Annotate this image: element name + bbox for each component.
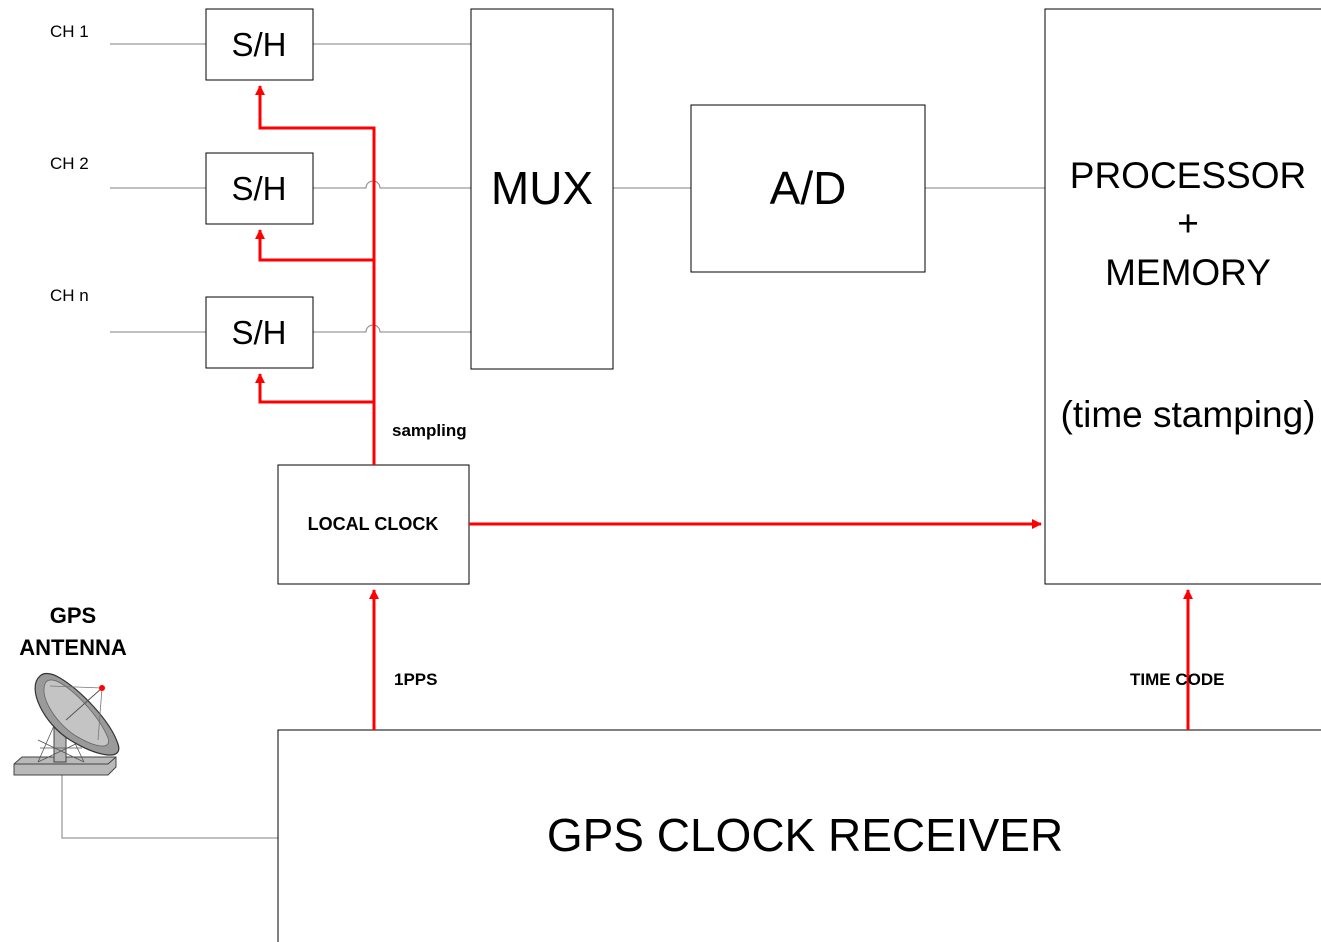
pps-label: 1PPS — [394, 670, 438, 689]
sample-hold-label-1: S/H — [231, 26, 287, 63]
sample-hold-label-n: S/H — [231, 314, 287, 351]
mux-label: MUX — [490, 162, 594, 214]
memory-label: MEMORY — [1105, 252, 1271, 293]
sample-hold-box-1 — [205, 8, 314, 81]
channel-label-2: CH 2 — [50, 154, 89, 173]
gps-receiver-label: GPS CLOCK RECEIVER — [546, 809, 1064, 861]
gps-receiver-box — [277, 729, 1321, 942]
processor-label: PROCESSOR — [1069, 155, 1307, 196]
channel-label-1: CH 1 — [50, 22, 89, 41]
sample-hold-box-2 — [205, 152, 314, 225]
gps-antenna-label-line1: GPS — [49, 603, 97, 628]
time-code-label: TIME CODE — [1130, 670, 1225, 689]
local-clock-box — [277, 464, 470, 585]
mux-box — [470, 8, 614, 370]
timing-signals — [255, 85, 1193, 730]
channel-label-n: CH n — [50, 286, 89, 305]
gps-antenna-icon — [13, 672, 120, 776]
processor-box — [1044, 8, 1321, 585]
time-stamping-label: (time stamping) — [1060, 394, 1316, 435]
adc-label: A/D — [769, 162, 847, 214]
adc-box — [690, 104, 926, 273]
antenna-to-receiver-wire — [61, 775, 278, 839]
sampling-line-1 — [255, 85, 376, 465]
local-clock-label: LOCAL CLOCK — [307, 514, 439, 534]
shn-to-mux-wire — [313, 324, 471, 333]
sample-hold-box-n — [205, 296, 314, 369]
sampling-label: sampling — [392, 421, 467, 440]
sampling-line-n — [255, 373, 374, 404]
gps-antenna-label-line2: ANTENNA — [19, 635, 127, 660]
processor-plus-label: + — [1177, 203, 1199, 244]
sh2-to-mux-wire — [313, 180, 471, 189]
sample-hold-label-2: S/H — [231, 170, 287, 207]
sampling-line-2 — [255, 229, 374, 262]
